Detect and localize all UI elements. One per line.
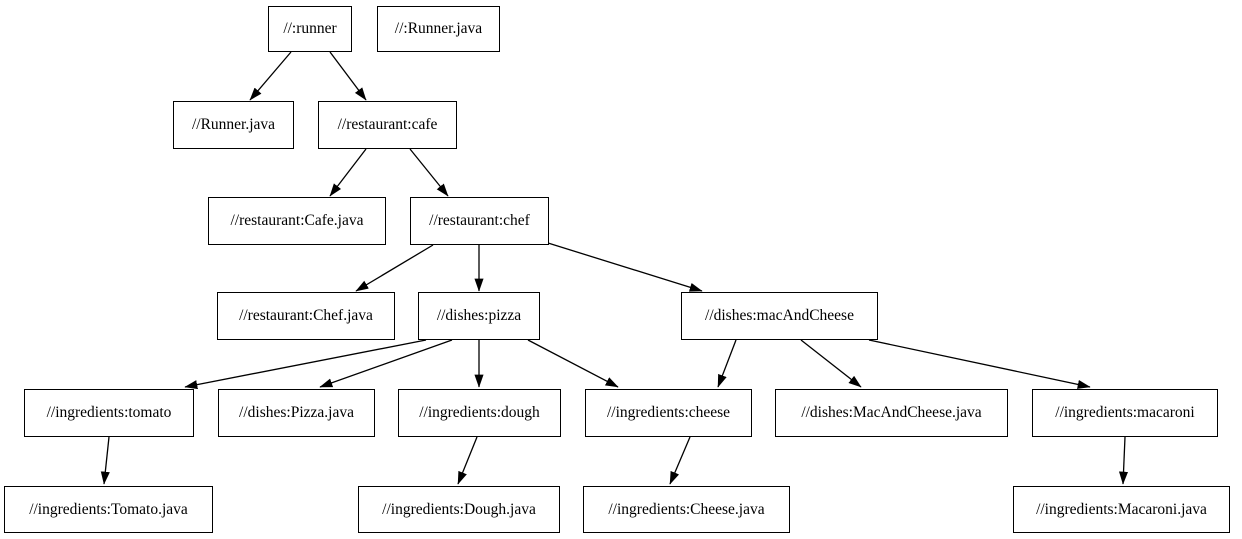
graph-node-chef-java: //restaurant:Chef.java bbox=[217, 292, 395, 340]
graph-node-cafe-java: //restaurant:Cafe.java bbox=[208, 197, 386, 245]
graph-node-tomato: //ingredients:tomato bbox=[24, 389, 194, 437]
edge-pizza-to-cheese bbox=[527, 339, 619, 388]
graph-node-pizza-java: //dishes:Pizza.java bbox=[218, 389, 375, 437]
edge-macaroni-to-macaroni-java bbox=[1118, 436, 1129, 485]
edge-chef-to-mac-and-cheese bbox=[547, 242, 703, 292]
edge-pizza-to-tomato bbox=[184, 339, 427, 390]
edge-cheese-to-cheese-java bbox=[669, 436, 691, 485]
edge-cafe-to-chef bbox=[409, 148, 449, 197]
edge-tomato-to-tomato-java bbox=[100, 436, 110, 485]
edge-runner-to-cafe bbox=[329, 51, 367, 101]
graph-node-cafe: //restaurant:cafe bbox=[318, 101, 457, 149]
graph-node-mac-and-cheese: //dishes:macAndCheese bbox=[681, 292, 878, 340]
edge-runner-to-runner-java bbox=[249, 51, 292, 101]
graph-node-chef: //restaurant:chef bbox=[410, 197, 549, 245]
graph-node-dough-java: //ingredients:Dough.java bbox=[358, 486, 560, 533]
edge-chef-to-chef-java bbox=[355, 244, 434, 292]
edge-mac-and-cheese-to-mac-and-cheese-java bbox=[800, 339, 862, 388]
graph-node-dough: //ingredients:dough bbox=[398, 389, 561, 437]
edge-cafe-to-cafe-java bbox=[329, 148, 367, 197]
edge-mac-and-cheese-to-cheese bbox=[717, 339, 737, 388]
graph-node-cheese: //ingredients:cheese bbox=[585, 389, 752, 437]
graph-node-mac-and-cheese-java: //dishes:MacAndCheese.java bbox=[775, 389, 1008, 437]
edge-dough-to-dough-java bbox=[457, 436, 478, 485]
edge-mac-and-cheese-to-macaroni bbox=[868, 339, 1091, 389]
graph-node-runner: //:runner bbox=[268, 6, 352, 52]
graph-node-pizza: //dishes:pizza bbox=[418, 292, 540, 340]
graph-node-tomato-java: //ingredients:Tomato.java bbox=[4, 486, 213, 533]
graph-node-macaroni-java: //ingredients:Macaroni.java bbox=[1013, 486, 1230, 533]
graph-node-runner-java-root: //:Runner.java bbox=[377, 6, 500, 52]
graph-node-runner-java: //Runner.java bbox=[173, 101, 294, 149]
graph-node-macaroni: //ingredients:macaroni bbox=[1032, 389, 1218, 437]
graph-node-cheese-java: //ingredients:Cheese.java bbox=[583, 486, 790, 533]
edge-pizza-to-pizza-java bbox=[319, 339, 453, 388]
